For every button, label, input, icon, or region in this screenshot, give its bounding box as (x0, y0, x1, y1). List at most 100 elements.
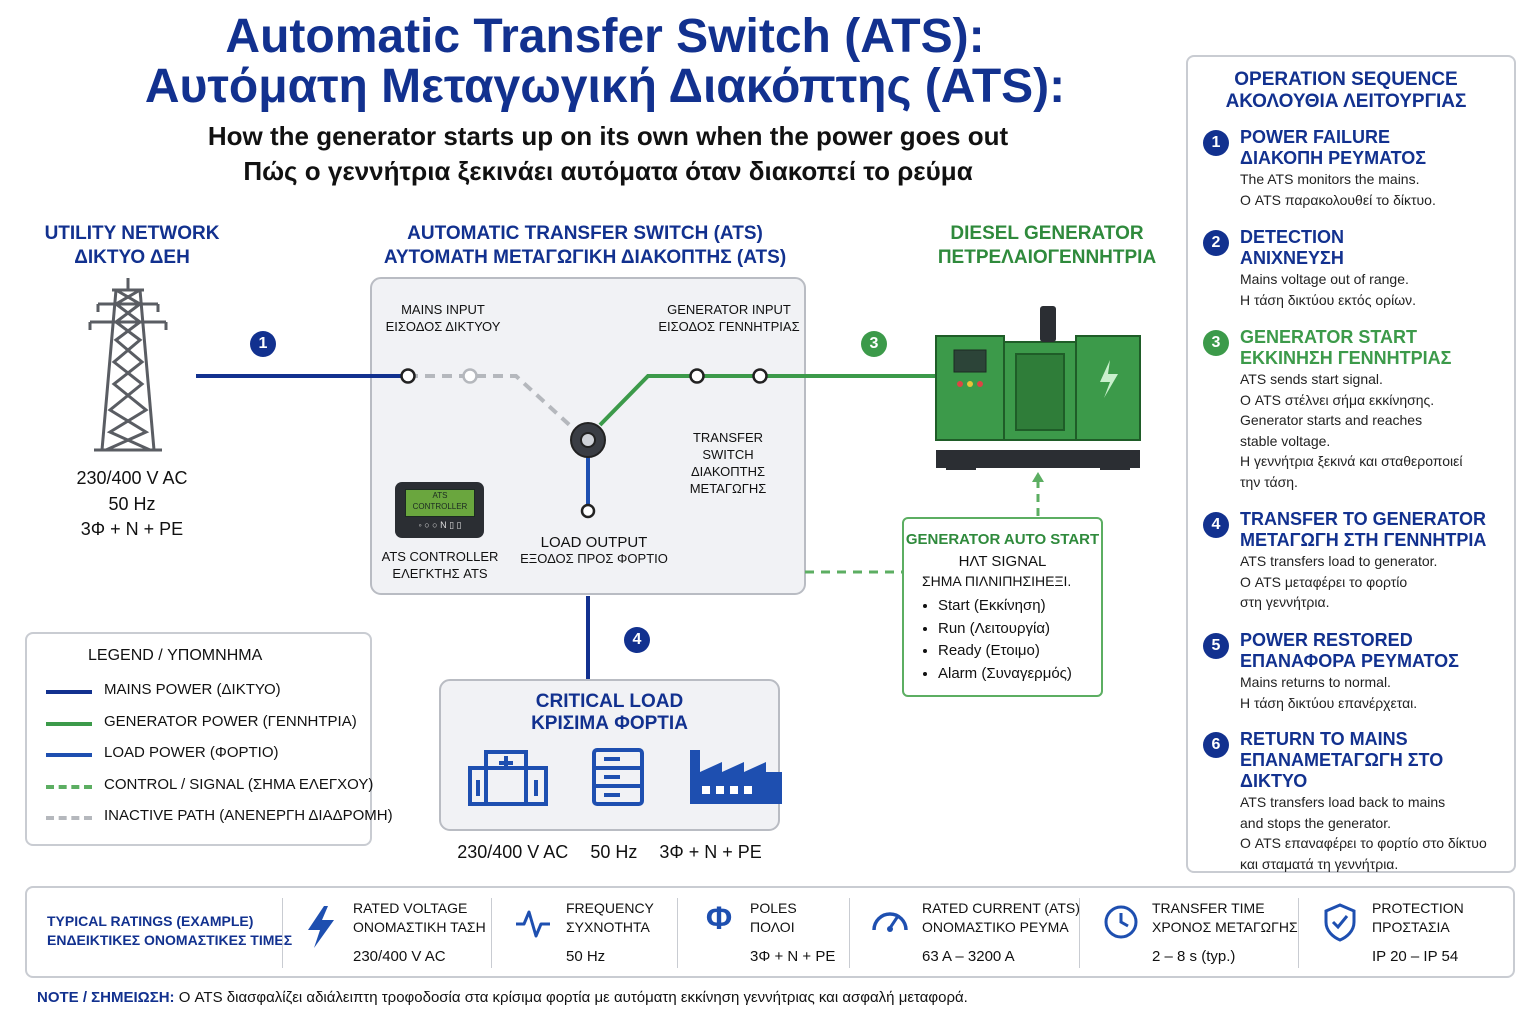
generator-input-gr: ΕΙΣΟΔΟΣ ΓΕΝΝΗΤΡΙΑΣ (658, 319, 800, 334)
page-title: Automatic Transfer Switch (ATS): (225, 10, 985, 63)
load-frequency: 50 Hz (590, 842, 638, 862)
note-label: NOTE / ΣΗΜΕΙΩΣΗ: (37, 989, 175, 1006)
ats-controller-en: ATS CONTROLLER (381, 549, 499, 564)
rating-rated-voltage: RATED VOLTAGE ΟΝΟΜΑΣΤΙΚΗ ΤΑΣΗ 230/400 V … (353, 899, 486, 965)
utility-voltage: 230/400 V AC (76, 468, 188, 488)
step-2-title: DETECTION (1240, 227, 1345, 247)
ratings-divider (677, 898, 678, 968)
diesel-generator-icon (935, 306, 1141, 470)
sequence-title-greek: ΑΚΟΛΟΥΘΙΑ ΛΕΙΤΟΥΡΓΙΑΣ (1225, 91, 1467, 112)
signal-arrow-up (1032, 472, 1044, 482)
controller-buttons: ◦ ○ ○ N ▯ ▯ (418, 520, 462, 530)
step-3-line-5: Η γεννήτρια ξεκινά και σταθεροποιεί (1240, 453, 1463, 469)
rating-poles-value: 3Φ + N + PE (750, 948, 836, 965)
ats-controller-label: ATS CONTROLLER ΕΛΕΓΚΤΗΣ ATS (380, 548, 500, 582)
signal-start: Start (Εκκίνηση) (938, 595, 1072, 618)
sequence-step-1-badge: 1 (1203, 130, 1229, 156)
legend-label-load: LOAD POWER (ΦΟΡΤΙΟ) (104, 744, 279, 761)
mains-terminal (400, 368, 416, 384)
ats-title: AUTOMATIC TRANSFER SWITCH (ATS) (407, 223, 763, 244)
auto-start-title-2: ΗΛΤ SIGNAL (958, 553, 1047, 570)
generator-input-en: GENERATOR INPUT (667, 302, 791, 317)
rating-poles: POLES ΠΟΛΟΙ 3Φ + N + PE (750, 899, 835, 965)
step-5-title: POWER RESTORED (1240, 630, 1413, 650)
transfer-switch-en-1: TRANSFER (692, 430, 764, 445)
step-6-line-4: και σταματά τη γεννήτρια. (1240, 855, 1399, 872)
rating-time-label-gr: ΧΡΟΝΟΣ ΜΕΤΑΓΩΓΗΣ (1152, 919, 1298, 935)
sequence-step-2-badge: 2 (1203, 230, 1229, 256)
sequence-step-3: GENERATOR START ΕΚΚΙΝΗΣΗ ΓΕΝΝΗΤΡΙΑΣ ATS … (1240, 327, 1508, 492)
legend-swatch-generator (46, 722, 92, 726)
load-poles: 3Φ + N + PE (659, 842, 762, 862)
legend-label-generator: GENERATOR POWER (ΓΕΝΝΗΤΡΙΑ) (104, 713, 357, 730)
critical-load-title-greek: ΚΡΙΣΙΜΑ ΦΟΡΤΙΑ (531, 713, 688, 734)
utility-frequency: 50 Hz (108, 493, 156, 514)
rating-frequency-label: FREQUENCY (566, 900, 654, 916)
step-3-title-greek: ΕΚΚΙΝΗΣΗ ΓΕΝΝΗΤΡΙΑΣ (1240, 348, 1452, 368)
legend-box (25, 632, 372, 846)
mains-input-en: MAINS INPUT (401, 302, 485, 317)
step-2-line-2: Η τάση δικτύου εκτός ορίων. (1240, 291, 1417, 308)
hospital-icon (468, 750, 548, 806)
step-5-line-1: Mains returns to normal. (1240, 674, 1391, 690)
step-1-title: POWER FAILURE (1240, 127, 1391, 147)
ratings-divider (282, 898, 283, 968)
load-output-gr: ΕΞΟΔΟΣ ΠΡΟΣ ΦΟΡΤΙΟ (520, 551, 668, 566)
step-badge-1: 1 (250, 331, 276, 357)
step-3-title: GENERATOR START (1240, 327, 1418, 347)
ratings-divider (1079, 898, 1080, 968)
rating-voltage-label-gr: ΟΝΟΜΑΣΤΙΚΗ ΤΑΣΗ (353, 919, 486, 935)
sequence-step-3-badge: 3 (1203, 330, 1229, 356)
rating-voltage-value: 230/400 V AC (353, 948, 446, 965)
step-6-title-greek: ΕΠΑΝΑΜΕΤΑΓΩΓΗ ΣΤΟ ΔΙΚΤΥΟ (1240, 750, 1444, 791)
rating-time-value: 2 – 8 s (typ.) (1152, 948, 1236, 965)
clock-icon (1104, 905, 1138, 939)
sequence-step-5: POWER RESTORED ΕΠΑΝΑΦΟΡΑ ΡΕΥΜΑΤΟΣ Mains … (1240, 630, 1508, 713)
sequence-step-1: POWER FAILURE ΔΙΑΚΟΠΗ ΡΕΥΜΑΤΟΣ The ATS m… (1240, 127, 1508, 210)
step-3-line-3: Generator starts and reaches (1240, 412, 1423, 428)
rating-protection-label-gr: ΠΡΟΣΤΑΣΙΑ (1372, 919, 1450, 935)
step-6-title: RETURN TO MAINS (1240, 729, 1408, 749)
sequence-step-4: TRANSFER TO GENERATOR ΜΕΤΑΓΩΓΗ ΣΤΗ ΓΕΝΝΗ… (1240, 509, 1508, 613)
step-2-line-1: Mains voltage out of range. (1240, 271, 1409, 287)
waveform-icon (516, 910, 550, 938)
step-badge-4: 4 (624, 627, 650, 653)
inactive-path-line (408, 374, 577, 432)
load-terminal (580, 503, 596, 519)
ratings-title-gr: ΕΝΔΕΙΚΤΙΚΕΣ ΟΝΟΜΑΣΤΙΚΕΣ ΤΙΜΕΣ (47, 932, 293, 948)
rating-current-value: 63 A – 3200 A (922, 948, 1015, 965)
step-3-line-6: την τάση. (1240, 473, 1298, 490)
step-5-title-greek: ΕΠΑΝΑΦΟΡΑ ΡΕΥΜΑΤΟΣ (1240, 651, 1459, 671)
ratings-title: TYPICAL RATINGS (EXAMPLE) ΕΝΔΕΙΚΤΙΚΕΣ ΟΝ… (47, 912, 292, 950)
generator-input-label: GENERATOR INPUT ΕΙΣΟΔΟΣ ΓΕΝΝΗΤΡΙΑΣ (650, 301, 808, 335)
sequence-step-6: RETURN TO MAINS ΕΠΑΝΑΜΕΤΑΓΩΓΗ ΣΤΟ ΔΙΚΤΥΟ… (1240, 729, 1508, 874)
generator-terminal-2 (752, 368, 768, 384)
page-title-greek: Αυτόματη Μεταγωγική Διακόπτης (ATS): (144, 60, 1066, 113)
generator-terminal-1 (689, 368, 705, 384)
legend-swatch-signal (46, 785, 92, 789)
step-badge-3: 3 (861, 331, 887, 357)
legend-title: LEGEND / ΥΠΟΜΝΗΜΑ (88, 647, 263, 664)
rating-frequency-value: 50 Hz (566, 948, 606, 965)
controller-screen-1: ATS (432, 491, 448, 500)
ratings-divider (491, 898, 492, 968)
note-text: Ο ATS διασφαλίζει αδιάλειπτη τροφοδοσία … (178, 989, 968, 1006)
step-4-title: TRANSFER TO GENERATOR (1240, 509, 1487, 529)
legend-label-inactive: INACTIVE PATH (ΑΝΕΝΕΡΓΗ ΔΙΑΔΡΟΜΗ) (104, 807, 393, 824)
rating-protection-value: IP 20 – IP 54 (1372, 948, 1459, 965)
step-1-title-greek: ΔΙΑΚΟΠΗ ΡΕΥΜΑΤΟΣ (1240, 148, 1427, 168)
generator-title: DIESEL GENERATOR (950, 223, 1144, 244)
page-subtitle-greek: Πώς ο γεννήτρια ξεκινάει αυτόματα όταν δ… (243, 156, 973, 186)
rating-protection-label: PROTECTION (1372, 900, 1464, 916)
critical-load-specs: 230/400 V AC 50 Hz 3Φ + N + PE (440, 842, 779, 863)
step-4-line-2: Ο ATS μεταφέρει το φορτίο (1240, 573, 1408, 590)
sequence-title: OPERATION SEQUENCE (1234, 69, 1458, 90)
rating-transfer-time: TRANSFER TIME ΧΡΟΝΟΣ ΜΕΤΑΓΩΓΗΣ 2 – 8 s (… (1152, 899, 1298, 965)
utility-title-greek: ΔΙΚΤΥΟ ΔΕΗ (74, 247, 190, 268)
mains-input-gr: ΕΙΣΟΔΟΣ ΔΙΚΤΥΟΥ (385, 319, 501, 334)
page-subtitle: How the generator starts up on its own w… (207, 121, 1009, 151)
utility-poles: 3Φ + N + PE (80, 519, 184, 539)
step-2-title-greek: ΑΝΙΧΝΕΥΣΗ (1240, 248, 1344, 268)
auto-start-signal-box: GENERATOR AUTO START ΗΛΤ SIGNAL ΣΗΜΑ ΠΙΛ… (902, 517, 1103, 697)
rating-voltage-label: RATED VOLTAGE (353, 900, 468, 916)
